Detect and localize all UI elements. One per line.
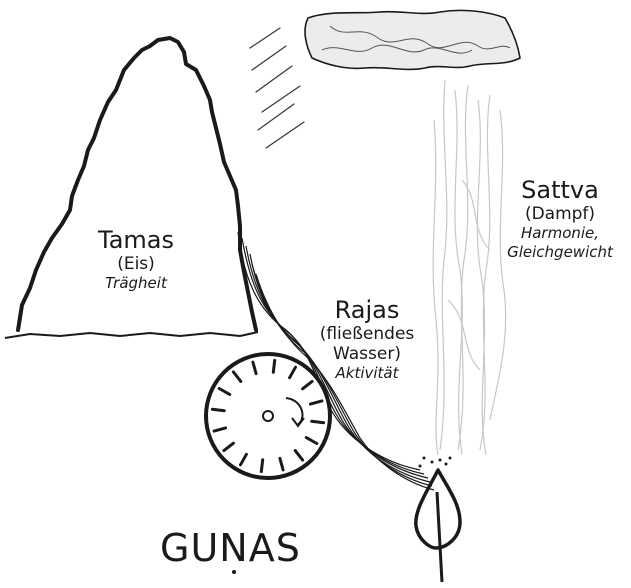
tamas-label: Tamas (Eis) Trägheit bbox=[80, 226, 192, 293]
wheel-spoke bbox=[210, 407, 226, 413]
rajas-label: Rajas (fließendes Wasser) Aktivität bbox=[306, 296, 428, 383]
rajas-name: Rajas bbox=[334, 296, 400, 324]
title-dotted-letter: N bbox=[219, 526, 249, 574]
title-part-1: GU bbox=[160, 526, 220, 570]
diagram-title: GUNAS bbox=[160, 526, 301, 574]
water-stream-icon bbox=[237, 231, 435, 491]
wheel-spoke bbox=[217, 387, 232, 396]
sattva-quality-2: Gleichgewicht bbox=[507, 243, 613, 261]
tamas-state: (Eis) bbox=[117, 254, 155, 274]
wheel-spoke bbox=[301, 379, 314, 391]
wheel-spoke bbox=[271, 358, 277, 374]
wheel-spoke bbox=[259, 458, 265, 474]
wheel-spoke bbox=[231, 370, 243, 383]
wheel-spoke bbox=[288, 365, 297, 380]
waterwheel-icon bbox=[204, 352, 332, 480]
cloud-icon bbox=[304, 9, 521, 71]
sattva-label: Sattva (Dampf) Harmonie, Gleichgewicht bbox=[500, 176, 620, 262]
flame-icon bbox=[414, 456, 462, 583]
wheel-spoke bbox=[304, 436, 319, 445]
wheel-spoke bbox=[212, 426, 228, 433]
rajas-quality: Aktivität bbox=[335, 364, 399, 382]
wheel-spoke bbox=[278, 456, 285, 472]
steam-icon bbox=[432, 79, 507, 456]
wheel-spoke bbox=[222, 441, 235, 453]
wheel-spoke bbox=[251, 360, 258, 376]
tamas-name: Tamas bbox=[98, 226, 174, 254]
wheel-spoke bbox=[239, 452, 248, 467]
title-part-2: AS bbox=[248, 526, 301, 570]
wheel-spoke bbox=[308, 399, 324, 406]
sattva-state: (Dampf) bbox=[524, 204, 596, 224]
sattva-quality-1: Harmonie, bbox=[520, 224, 600, 242]
rajas-state-1: (fließendes bbox=[319, 324, 415, 344]
tamas-quality: Trägheit bbox=[105, 274, 167, 292]
rajas-state-2: Wasser) bbox=[333, 344, 401, 364]
wheel-spoke bbox=[293, 449, 305, 462]
sattva-name: Sattva bbox=[521, 176, 599, 204]
mountain-icon bbox=[4, 36, 259, 339]
wheel-spoke bbox=[310, 419, 326, 425]
